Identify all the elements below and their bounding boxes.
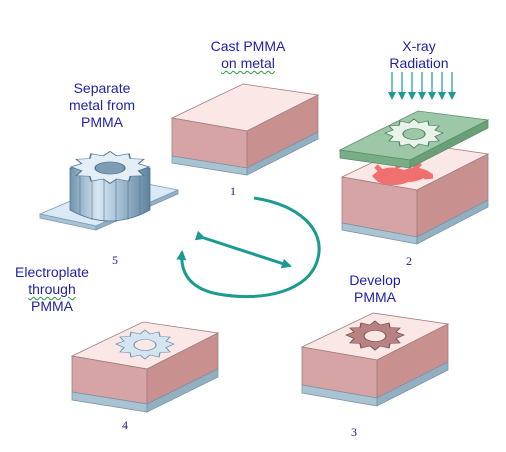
metal-gear-icon (69, 150, 151, 222)
x-ray-mask (338, 110, 490, 169)
step-4-number: 4 (122, 418, 128, 432)
step-5-label: Separate metal from PMMA (68, 80, 136, 130)
step-2-number: 2 (406, 254, 412, 268)
exposed-pattern (372, 167, 432, 185)
step-3-number: 3 (351, 425, 357, 439)
plated-gear-icon (115, 329, 175, 360)
step-1-number: 1 (230, 184, 236, 198)
developed-gear-icon (345, 320, 405, 351)
step-1-block (170, 83, 320, 176)
step-1-label: Cast PMMA on metal (210, 38, 286, 71)
step-3-label: Develop PMMA (349, 272, 401, 305)
cycle-arrow-icon (176, 196, 321, 299)
x-ray-arrows-icon (388, 72, 456, 100)
step-4-label: Electroplate through PMMA (15, 264, 89, 314)
step-3-block (300, 312, 450, 407)
step-2-label: X-ray Radiation (389, 38, 449, 71)
mask-gear-icon (384, 118, 444, 149)
step-5-number: 5 (112, 253, 118, 267)
step-2-block (340, 142, 490, 245)
step-4-block (70, 321, 220, 413)
